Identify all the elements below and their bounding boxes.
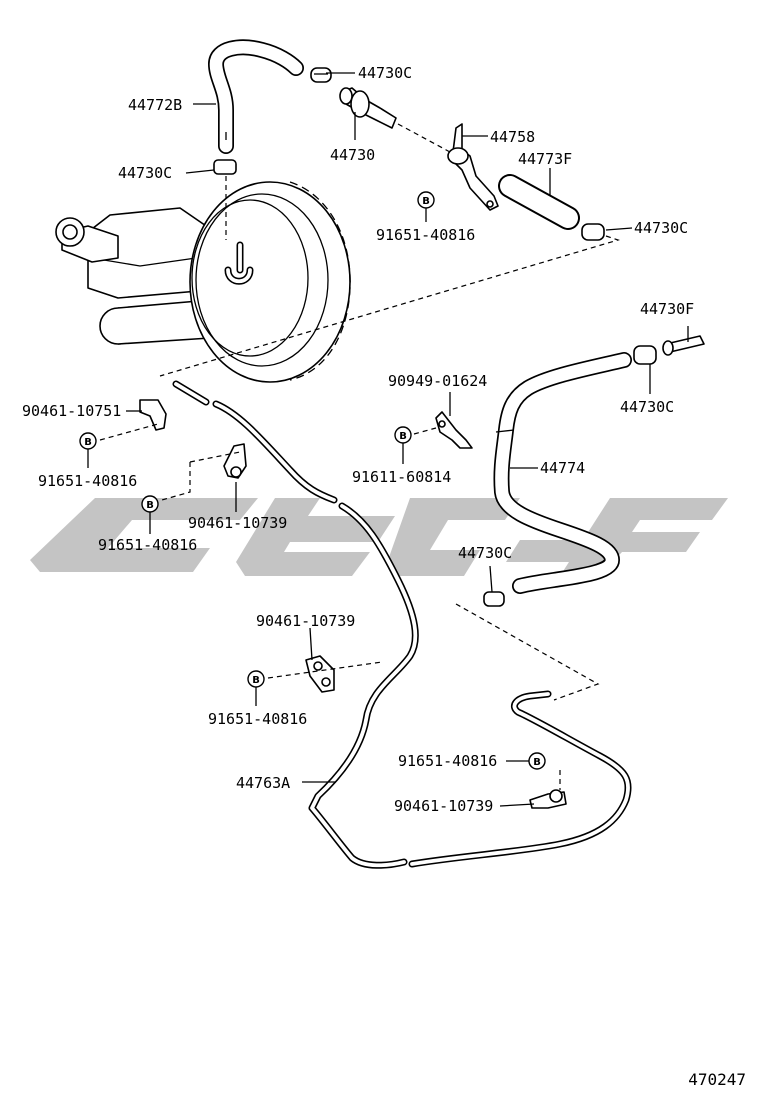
check-valve-44730: [339, 87, 397, 129]
label-44730c-b: 44730C: [118, 164, 172, 182]
bolt-symbol-91651-b: B: [79, 432, 97, 450]
label-44763a: 44763A: [236, 774, 290, 792]
hose-44773f: [498, 174, 580, 230]
label-90461-10739-b: 90461-10739: [256, 612, 355, 630]
label-90461-10751: 90461-10751: [22, 402, 121, 420]
bracket-90949-01624: [435, 411, 473, 449]
label-44730c-c: 44730C: [634, 219, 688, 237]
svg-text:B: B: [399, 431, 407, 442]
leader-lines: [87, 72, 689, 807]
svg-text:B: B: [422, 196, 430, 207]
hose-44774: [493, 352, 632, 594]
clamp-44730c-lower: [483, 591, 505, 607]
clamp-44730c-top: [310, 67, 332, 83]
svg-text:B: B: [533, 757, 541, 768]
bracket-44758: [447, 123, 499, 211]
label-44730f: 44730F: [640, 300, 694, 318]
label-91651-40816-e: 91651-40816: [398, 752, 497, 770]
label-44774: 44774: [540, 459, 585, 477]
svg-text:B: B: [84, 437, 92, 448]
label-91651-40816-a: 91651-40816: [376, 226, 475, 244]
label-91611-60814: 91611-60814: [352, 468, 451, 486]
clamp-90461-10739-c: [529, 789, 567, 809]
label-90461-10739-a: 90461-10739: [188, 514, 287, 532]
brake-booster: [55, 181, 351, 383]
svg-text:B: B: [146, 500, 154, 511]
label-44730c-e: 44730C: [458, 544, 512, 562]
label-91651-40816-b: 91651-40816: [38, 472, 137, 490]
label-44758: 44758: [490, 128, 535, 146]
clamp-44730c-right: [581, 223, 605, 241]
clamp-90461-10739-a: [223, 443, 247, 479]
hose-44772b: [208, 39, 304, 154]
bolt-symbol-91651-a: B: [417, 191, 435, 209]
label-44730c-a: 44730C: [358, 64, 412, 82]
fitting-44730f: [662, 335, 705, 356]
label-90461-10739-c: 90461-10739: [394, 797, 493, 815]
label-91651-40816-c: 91651-40816: [98, 536, 197, 554]
bolt-symbol-91651-c: B: [141, 495, 159, 513]
label-44730: 44730: [330, 146, 375, 164]
clamp-90461-10751: [139, 399, 167, 431]
label-44773f: 44773F: [518, 150, 572, 168]
label-91651-40816-d: 91651-40816: [208, 710, 307, 728]
pipe-44763a-right: [408, 690, 632, 868]
clamp-44730c-left: [213, 159, 237, 175]
pipe-44763a-left: [172, 380, 419, 869]
bolt-symbol-91651-e: B: [528, 752, 546, 770]
bolt-symbol-91611: B: [394, 426, 412, 444]
figure-number: 470247: [688, 1070, 746, 1089]
clamp-90461-10739-b: [305, 655, 335, 693]
label-44730c-d: 44730C: [620, 398, 674, 416]
bolt-symbol-91651-d: B: [247, 670, 265, 688]
clamp-44730c-fitting: [633, 345, 657, 365]
label-44772b: 44772B: [128, 96, 182, 114]
svg-text:B: B: [252, 675, 260, 686]
label-90949-01624: 90949-01624: [388, 372, 487, 390]
